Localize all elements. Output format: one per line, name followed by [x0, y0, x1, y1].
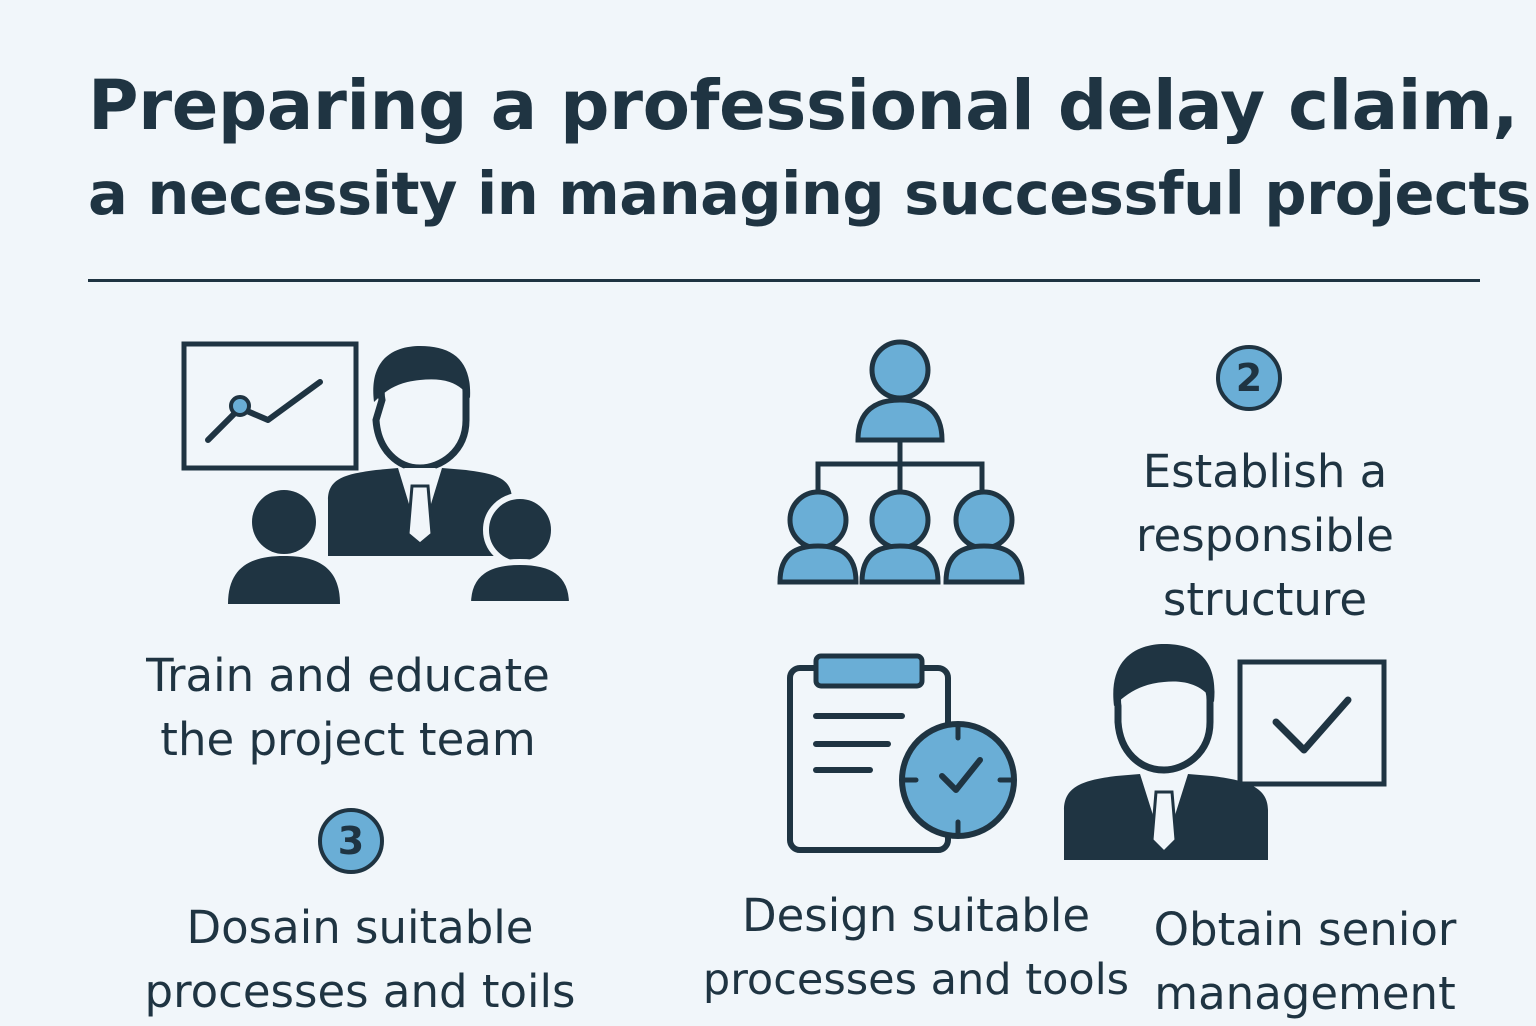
structure-label: Establish a responsible structure: [1120, 440, 1410, 632]
train-label-line-1: Train and educate: [146, 649, 550, 702]
left-processes-line-1: Dosain suitable: [186, 901, 534, 954]
senior-label-line-2: management: [1154, 967, 1456, 1020]
structure-label-line-3: structure: [1162, 573, 1368, 626]
senior-label-line-1: Obtain senior: [1153, 903, 1457, 956]
structure-label-line-2: responsible: [1136, 509, 1394, 562]
page-title: Preparing a professional delay claim, a …: [88, 62, 1536, 238]
step-2-badge: 2: [1216, 345, 1282, 411]
train-team-label: Train and educate the project team: [128, 644, 568, 772]
title-divider: [88, 279, 1480, 282]
design-label-line-1: Design suitable: [741, 889, 1091, 942]
structure-label-line-1: Establish a: [1142, 445, 1388, 498]
train-label-line-2: the project team: [160, 713, 536, 766]
title-line-1: Preparing a professional delay claim,: [88, 66, 1519, 146]
left-processes-line-2: processes and toils: [144, 965, 576, 1018]
left-processes-label: Dosain suitable processes and toils: [140, 896, 580, 1024]
design-processes-label: Design suitable processes and tools: [700, 884, 1132, 1012]
title-line-2: a necessity in managing successful proje…: [88, 159, 1531, 228]
design-label-line-2: processes and tools: [702, 955, 1130, 1005]
step-3-badge: 3: [318, 808, 384, 874]
senior-management-label: Obtain senior management: [1150, 898, 1460, 1026]
